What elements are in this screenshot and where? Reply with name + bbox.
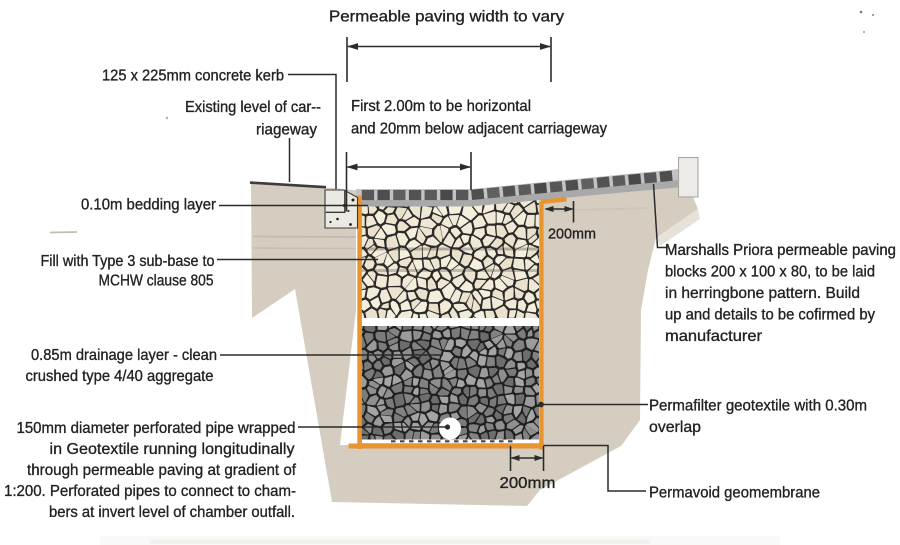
svg-text:blocks 200 x 100 x 80, to be l: blocks 200 x 100 x 80, to be laid <box>665 264 875 281</box>
svg-text:MCHW clause 805: MCHW clause 805 <box>99 273 214 290</box>
svg-text:riageway: riageway <box>256 122 317 139</box>
svg-text:First 2.00m to be horizontal: First 2.00m to be horizontal <box>351 98 531 115</box>
svg-text:Permavoid geomembrane: Permavoid geomembrane <box>649 485 820 502</box>
svg-text:up and details to be cofirmed: up and details to be cofirmed by <box>665 307 875 324</box>
svg-text:and 20mm below adjacent carria: and 20mm below adjacent carriageway <box>351 121 607 138</box>
svg-text:125 x 225mm concrete kerb: 125 x 225mm concrete kerb <box>102 68 284 85</box>
svg-text:Permafilter geotextile with 0.: Permafilter geotextile with 0.30m <box>649 398 867 415</box>
svg-text:1:200. Perforated pipes to con: 1:200. Perforated pipes to connect to ch… <box>4 483 296 500</box>
svg-text:in herringbone pattern. Build: in herringbone pattern. Build <box>665 285 860 302</box>
svg-text:0.10m bedding layer: 0.10m bedding layer <box>81 197 217 214</box>
svg-text:overlap: overlap <box>649 419 701 436</box>
svg-text:in Geotextile running longitud: in Geotextile running longitudinally <box>50 441 295 458</box>
svg-text:200mm: 200mm <box>500 475 556 492</box>
svg-text:bers at invert level of chambe: bers at invert level of chamber outfall. <box>49 504 295 521</box>
svg-text:Fill with Type 3 sub-base to: Fill with Type 3 sub-base to <box>41 253 215 270</box>
svg-text:150mm diameter perforated pipe: 150mm diameter perforated pipe wrapped <box>17 420 296 437</box>
svg-text:Existing level of car--: Existing level of car-- <box>185 99 321 116</box>
svg-text:Marshalls Priora permeable pav: Marshalls Priora permeable paving <box>665 242 896 259</box>
svg-text:Permeable paving width to vary: Permeable paving width to vary <box>329 9 564 26</box>
svg-text:manufacturer: manufacturer <box>665 328 763 345</box>
svg-text:through permeable paving at gr: through permeable paving at gradient of <box>27 462 297 479</box>
svg-text:0.85m drainage layer - clean: 0.85m drainage layer - clean <box>31 347 217 364</box>
svg-text:crushed type 4/40 aggregate: crushed type 4/40 aggregate <box>26 368 214 385</box>
svg-text:200mm: 200mm <box>548 226 596 243</box>
